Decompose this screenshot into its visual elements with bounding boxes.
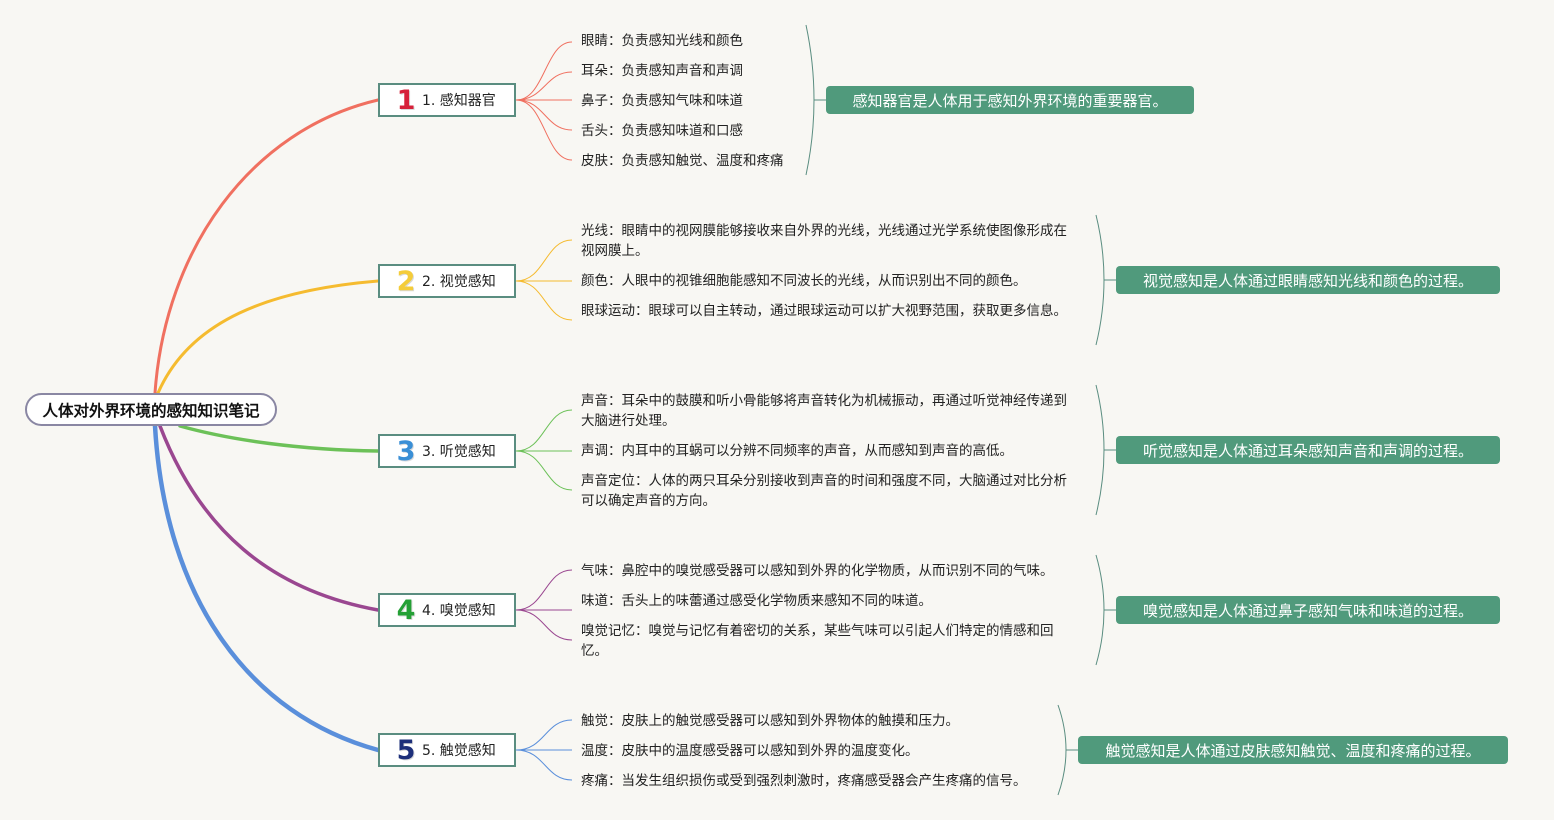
topic-auditory-perception[interactable]: 3 3. 听觉感知: [378, 434, 516, 468]
leaf-item[interactable]: 眼睛：负责感知光线和颜色: [581, 33, 743, 49]
summary-box-4[interactable]: 嗅觉感知是人体通过鼻子感知气味和味道的过程。: [1116, 596, 1500, 624]
summary-box-1[interactable]: 感知器官是人体用于感知外界环境的重要器官。: [826, 86, 1194, 114]
leaf-item[interactable]: 皮肤：负责感知触觉、温度和疼痛: [581, 153, 784, 169]
topic-label: 2. 视觉感知: [422, 274, 496, 290]
leaf-item[interactable]: 鼻子：负责感知气味和味道: [581, 93, 743, 109]
leaf-item[interactable]: 温度：皮肤中的温度感受器可以感知到外界的温度变化。: [581, 743, 919, 759]
leaf-item[interactable]: 眼球运动：眼球可以自主转动，通过眼球运动可以扩大视野范围，获取更多信息。: [581, 303, 1067, 319]
summary-bracket-4: [1095, 554, 1116, 666]
summary-box-3[interactable]: 听觉感知是人体通过耳朵感知声音和声调的过程。: [1116, 436, 1500, 464]
leaf-connectors-1: [515, 41, 573, 161]
leaf-item[interactable]: 嗅觉记忆：嗅觉与记忆有着密切的关系，某些气味可以引起人们特定的情感和回忆。: [581, 623, 1054, 659]
leaf-item[interactable]: 疼痛：当发生组织损伤或受到强烈刺激时，疼痛感受器会产生疼痛的信号。: [581, 773, 1027, 789]
number-1-icon: 1: [396, 84, 416, 116]
summary-box-2[interactable]: 视觉感知是人体通过眼睛感知光线和颜色的过程。: [1116, 266, 1500, 294]
branch-line-1: [153, 98, 380, 395]
number-3-icon: 3: [396, 435, 416, 467]
leaf-connectors-2: [515, 239, 573, 321]
leaf-item[interactable]: 声音定位：人体的两只耳朵分别接收到声音的时间和强度不同，大脑通过对比分析可以确定…: [581, 473, 1067, 509]
number-2-icon: 2: [396, 265, 416, 297]
leaf-item[interactable]: 触觉：皮肤上的触觉感受器可以感知到外界物体的触摸和压力。: [581, 713, 959, 729]
topic-sensory-organs[interactable]: 1 1. 感知器官: [378, 83, 516, 117]
leaf-item[interactable]: 气味：鼻腔中的嗅觉感受器可以感知到外界的化学物质，从而识别不同的气味。: [581, 563, 1054, 579]
topic-label: 1. 感知器官: [422, 93, 496, 109]
leaf-item[interactable]: 颜色：人眼中的视锥细胞能感知不同波长的光线，从而识别出不同的颜色。: [581, 273, 1027, 289]
branch-line-4: [158, 424, 380, 612]
branch-line-3: [178, 424, 380, 453]
branch-line-5: [152, 423, 381, 753]
leaf-item[interactable]: 声音：耳朵中的鼓膜和听小骨能够将声音转化为机械振动，再通过听觉神经传递到大脑进行…: [581, 393, 1067, 429]
leaf-item[interactable]: 舌头：负责感知味道和口感: [581, 123, 743, 139]
leaf-item[interactable]: 光线：眼睛中的视网膜能够接收来自外界的光线，光线通过光学系统使图像形成在视网膜上…: [581, 223, 1067, 259]
topic-tactile-perception[interactable]: 5 5. 触觉感知: [378, 733, 516, 767]
summary-bracket-2: [1095, 214, 1116, 346]
leaf-item[interactable]: 耳朵：负责感知声音和声调: [581, 63, 743, 79]
topic-label: 3. 听觉感知: [422, 444, 496, 460]
leaf-item[interactable]: 声调：内耳中的耳蜗可以分辨不同频率的声音，从而感知到声音的高低。: [581, 443, 1013, 459]
leaf-item[interactable]: 味道：舌头上的味蕾通过感受化学物质来感知不同的味道。: [581, 593, 932, 609]
topic-visual-perception[interactable]: 2 2. 视觉感知: [378, 264, 516, 298]
root-topic[interactable]: 人体对外界环境的感知知识笔记: [25, 393, 277, 426]
summary-bracket-3: [1095, 384, 1116, 516]
branch-line-2: [156, 279, 380, 395]
leaf-connectors-4: [515, 569, 573, 641]
summary-bracket-1: [805, 24, 826, 176]
topic-label: 4. 嗅觉感知: [422, 603, 496, 619]
topic-olfactory-perception[interactable]: 4 4. 嗅觉感知: [378, 593, 516, 627]
summary-box-5[interactable]: 触觉感知是人体通过皮肤感知触觉、温度和疼痛的过程。: [1078, 736, 1508, 764]
number-4-icon: 4: [396, 594, 416, 626]
summary-bracket-5: [1057, 704, 1078, 796]
number-5-icon: 5: [396, 734, 416, 766]
leaf-connectors-5: [515, 719, 573, 781]
topic-label: 5. 触觉感知: [422, 743, 496, 759]
root-title: 人体对外界环境的感知知识笔记: [42, 401, 260, 420]
leaf-connectors-3: [515, 409, 573, 491]
